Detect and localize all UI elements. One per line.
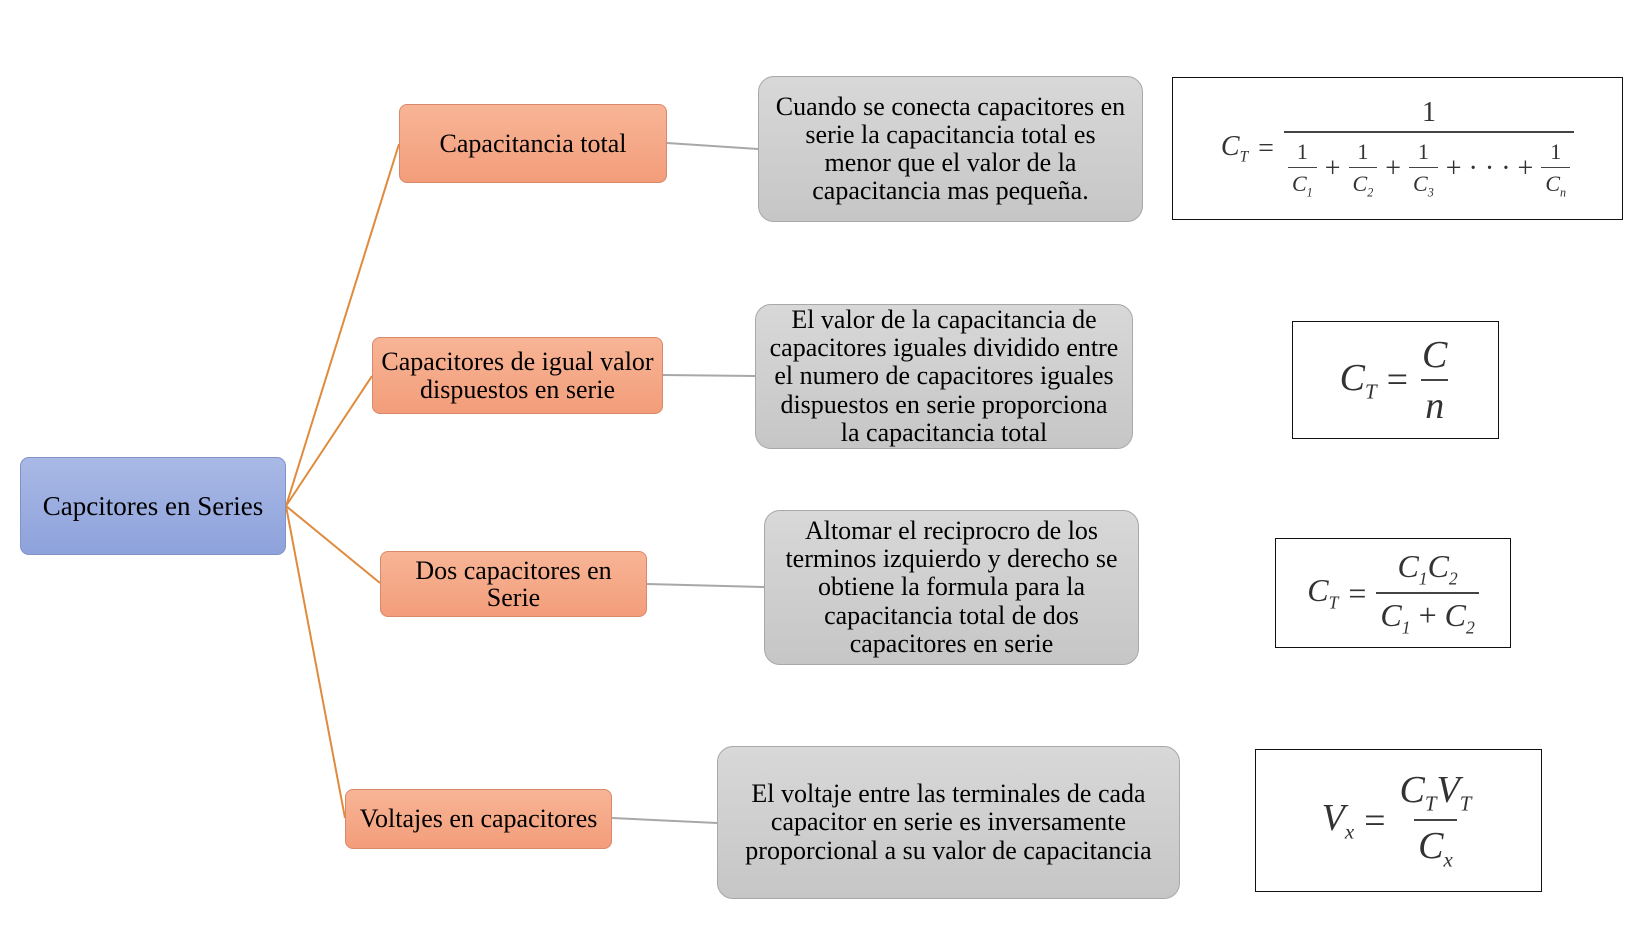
- description-capacitancia-total: Cuando se conecta capacitores en serie l…: [758, 76, 1143, 222]
- description-line: el numero de capacitores iguales: [774, 361, 1114, 391]
- formula-voltajes: Vx = CTVT Cx: [1255, 749, 1542, 892]
- term-2: 1 C2: [1348, 139, 1378, 200]
- term-n: 1 Cn: [1541, 139, 1571, 200]
- formula-numerator: CTVT: [1399, 769, 1472, 816]
- description-line: la capacitancia total: [840, 417, 1048, 447]
- formula-lhs: CT: [1339, 356, 1377, 404]
- ellipsis: + · · · +: [1445, 153, 1534, 185]
- formula-denominator: n: [1421, 378, 1449, 428]
- root-label: Capcitores en Series: [42, 490, 264, 521]
- branch-label: Capacitancia total: [439, 128, 627, 158]
- formula-lhs: CT: [1220, 130, 1249, 166]
- formula-lhs: Vx: [1321, 797, 1355, 844]
- description-line: proporcional a su valor de capacitancia: [745, 835, 1152, 865]
- description-line: capacitor en serie es inversamente: [770, 807, 1127, 837]
- branch-capacitancia-total: Capacitancia total: [399, 104, 667, 183]
- connector-branch4-desc4: [611, 817, 718, 824]
- branch-dos-capacitores: Dos capacitores en Serie: [380, 551, 647, 617]
- description-voltajes: El voltaje entre las terminales de cada …: [717, 746, 1180, 899]
- formula-lhs: CT: [1307, 572, 1339, 613]
- description-line: dispuestos en serie proporciona: [780, 389, 1108, 419]
- connector-branch2-desc2: [662, 374, 756, 377]
- equals-sign: =: [1348, 574, 1367, 611]
- formula-denominator: C1 + C2: [1376, 591, 1479, 638]
- description-dos-capacitores: Altomar el reciprocro de los terminos iz…: [764, 510, 1139, 665]
- equals-sign: =: [1364, 799, 1386, 842]
- description-line: menor que el valor de la: [824, 148, 1077, 177]
- formula-denominator: Cx: [1414, 819, 1457, 873]
- connector-branch3-desc3: [646, 583, 765, 588]
- formula-igual-valor: CT = C n: [1292, 321, 1499, 439]
- description-line: Cuando se conecta capacitores en: [775, 91, 1126, 121]
- connector-branch1-desc1: [666, 142, 759, 150]
- term-3: 1 C3: [1409, 139, 1438, 200]
- formula-fraction: C1C2 C1 + C2: [1376, 548, 1479, 638]
- formula-fraction: CTVT Cx: [1396, 768, 1476, 872]
- branch-voltajes: Voltajes en capacitores: [345, 789, 612, 849]
- plus-sign: +: [1324, 153, 1341, 185]
- description-line: serie la capacitancia total es: [805, 119, 1096, 149]
- description-line: capacitores en serie: [849, 628, 1054, 658]
- description-line: capacitores iguales dividido entre: [769, 333, 1119, 363]
- connector-root-capacitancia-total: [285, 143, 400, 507]
- formula-numerator: 1: [1422, 96, 1437, 128]
- branch-label: Voltajes en capacitores: [359, 804, 598, 834]
- root-node: Capcitores en Series: [20, 457, 286, 555]
- branch-label: Capacitores de igual valor dispuestos en…: [381, 347, 654, 404]
- description-line: Altomar el reciprocro de los: [804, 516, 1099, 546]
- description-line: capacitancia total de dos: [824, 600, 1079, 630]
- description-igual-valor: El valor de la capacitancia de capacitor…: [755, 304, 1133, 449]
- description-line: obtiene la formula para la: [817, 572, 1086, 602]
- equals-sign: =: [1386, 359, 1409, 401]
- formula-main-fraction: 1 1 C1 + 1 C2 + 1 C3 + · · · + 1 Cn: [1283, 96, 1575, 200]
- formula-capacitancia-total: CT = 1 1 C1 + 1 C2 + 1 C3 + · · · + 1 Cn: [1172, 77, 1623, 220]
- formula-dos-capacitores: CT = C1C2 C1 + C2: [1275, 538, 1511, 648]
- formula-fraction: C n: [1418, 333, 1451, 428]
- formula-numerator: C: [1422, 333, 1448, 376]
- equals-sign: =: [1258, 132, 1274, 164]
- description-line: capacitancia mas pequeña.: [812, 176, 1089, 206]
- description-line: El voltaje entre las terminales de cada: [751, 779, 1146, 809]
- branch-igual-valor: Capacitores de igual valor dispuestos en…: [372, 337, 663, 414]
- plus-sign: +: [1385, 153, 1402, 185]
- description-line: terminos izquierdo y derecho se: [785, 544, 1118, 574]
- term-1: 1 C1: [1287, 139, 1317, 200]
- connector-root-voltajes: [285, 505, 346, 819]
- formula-denominator: 1 C1 + 1 C2 + 1 C3 + · · · + 1 Cn: [1283, 130, 1575, 200]
- connector-root-dos-capacitores: [285, 505, 381, 584]
- formula-numerator: C1C2: [1397, 548, 1458, 589]
- connector-root-igual-valor: [285, 375, 373, 507]
- branch-label: Dos capacitores en Serie: [415, 555, 612, 612]
- description-line: El valor de la capacitancia de: [791, 305, 1097, 335]
